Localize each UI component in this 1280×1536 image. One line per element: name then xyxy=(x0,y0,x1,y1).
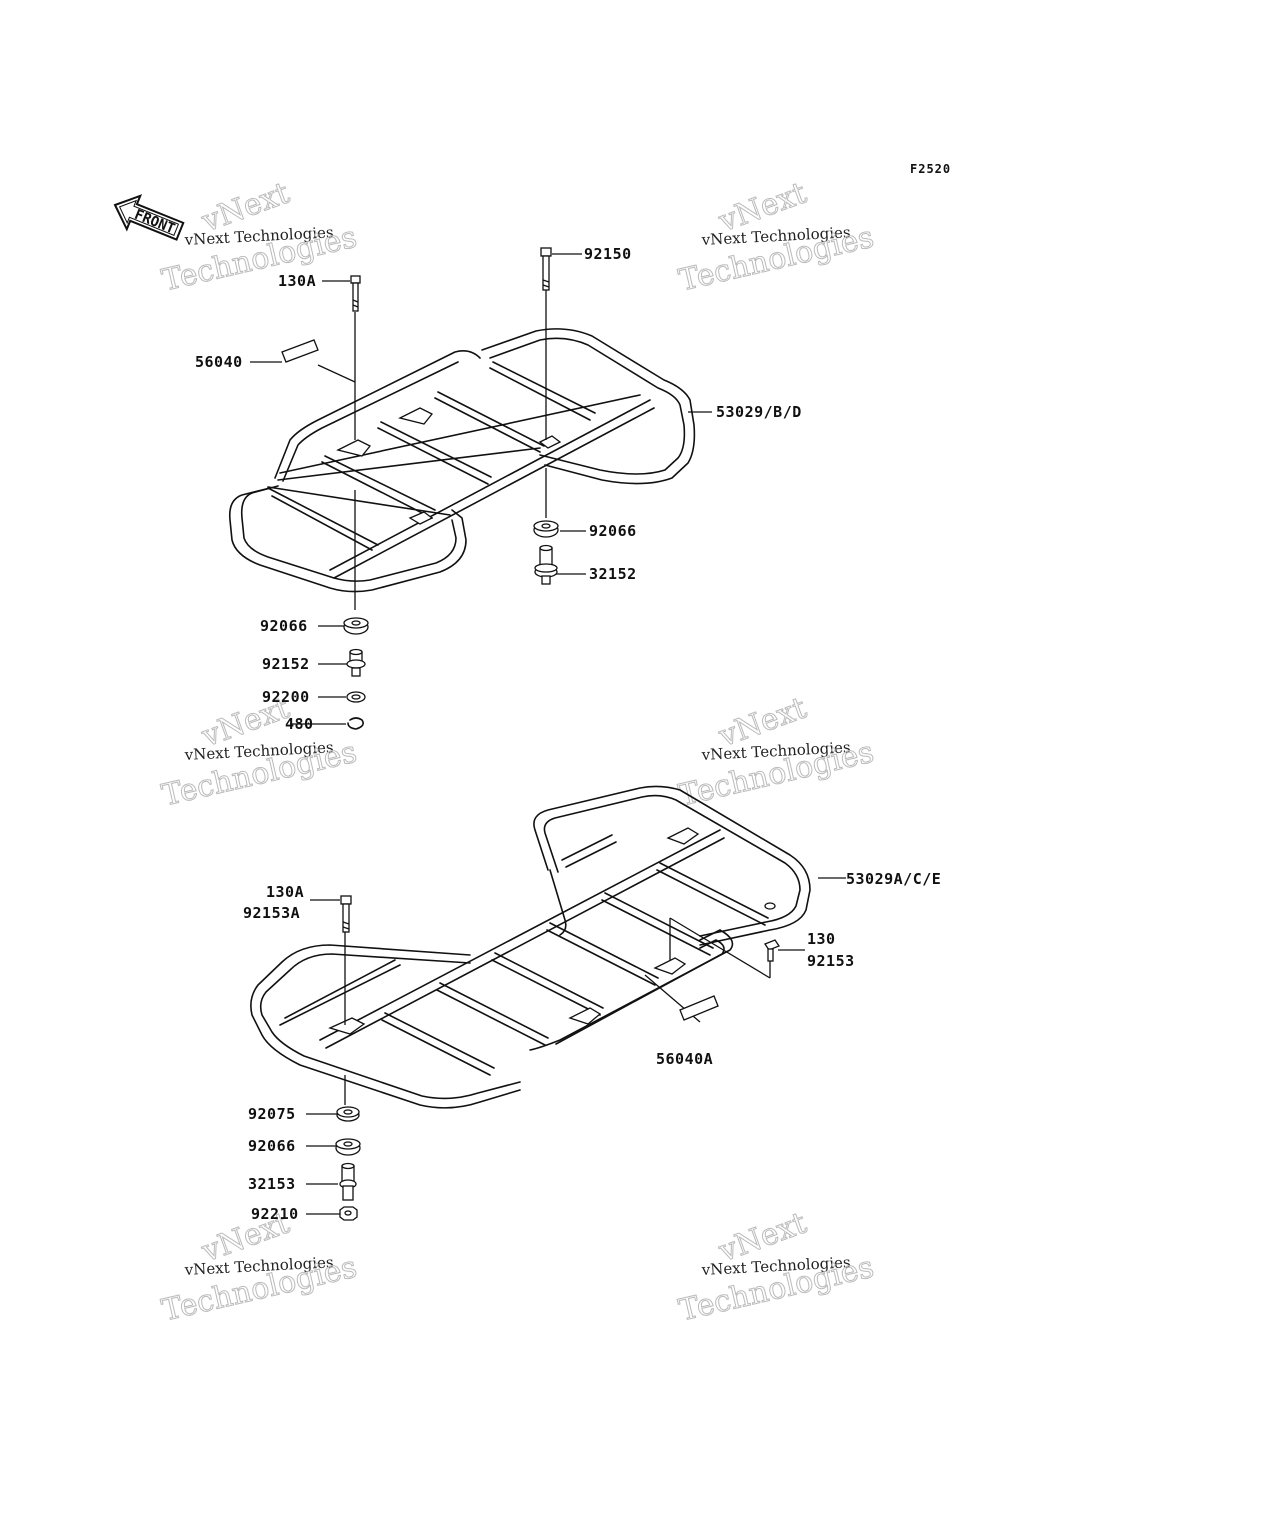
part-number-92066-bottom: 92066 xyxy=(248,1137,296,1155)
top-leader-lines xyxy=(250,253,712,725)
part-number-130: 130 xyxy=(807,930,836,948)
part-number-32153: 32153 xyxy=(248,1175,296,1193)
nut-92210-icon xyxy=(339,1206,358,1221)
rear-carrier-drawing xyxy=(250,785,811,1109)
part-number-92153a: 92153A xyxy=(243,904,300,922)
washer-92200-icon xyxy=(346,691,366,703)
label-56040-icon xyxy=(281,339,319,363)
bolt-130a-icon xyxy=(350,275,361,312)
part-number-32152: 32152 xyxy=(589,565,637,583)
bolt-92153a-icon xyxy=(340,895,352,933)
diagram-code: F2520 xyxy=(910,162,951,176)
damper-92066-left-icon xyxy=(343,617,369,635)
spacer-92075-icon xyxy=(336,1106,360,1122)
part-number-92152: 92152 xyxy=(262,655,310,673)
part-number-92210: 92210 xyxy=(251,1205,299,1223)
bolt-92150-icon xyxy=(540,247,552,291)
part-number-92066-right: 92066 xyxy=(589,522,637,540)
part-number-56040a: 56040A xyxy=(656,1050,713,1068)
front-carrier-drawing xyxy=(228,328,696,593)
collar-32153-icon xyxy=(339,1162,357,1201)
label-56040a-icon xyxy=(679,995,719,1021)
circlip-480-icon xyxy=(347,717,364,730)
part-number-56040: 56040 xyxy=(195,353,243,371)
collar-32152-icon xyxy=(534,544,558,585)
part-number-92150: 92150 xyxy=(584,245,632,263)
front-arrow-icon: FRONT xyxy=(113,194,185,241)
part-number-480: 480 xyxy=(285,715,314,733)
part-number-53029a-c-e: 53029A/C/E xyxy=(846,870,941,888)
damper-92066-right-icon xyxy=(533,520,559,538)
part-number-53029-b-d: 53029/B/D xyxy=(716,403,802,421)
part-number-92200: 92200 xyxy=(262,688,310,706)
part-number-92066-left: 92066 xyxy=(260,617,308,635)
collar-92152-icon xyxy=(346,648,366,677)
bolt-92153-icon xyxy=(764,939,780,962)
part-number-130a-bottom: 130A xyxy=(266,883,304,901)
bottom-leader-lines xyxy=(306,877,846,1215)
damper-92066-bottom-icon xyxy=(335,1138,361,1156)
part-number-130a: 130A xyxy=(278,272,316,290)
part-number-92075: 92075 xyxy=(248,1105,296,1123)
part-number-92153: 92153 xyxy=(807,952,855,970)
